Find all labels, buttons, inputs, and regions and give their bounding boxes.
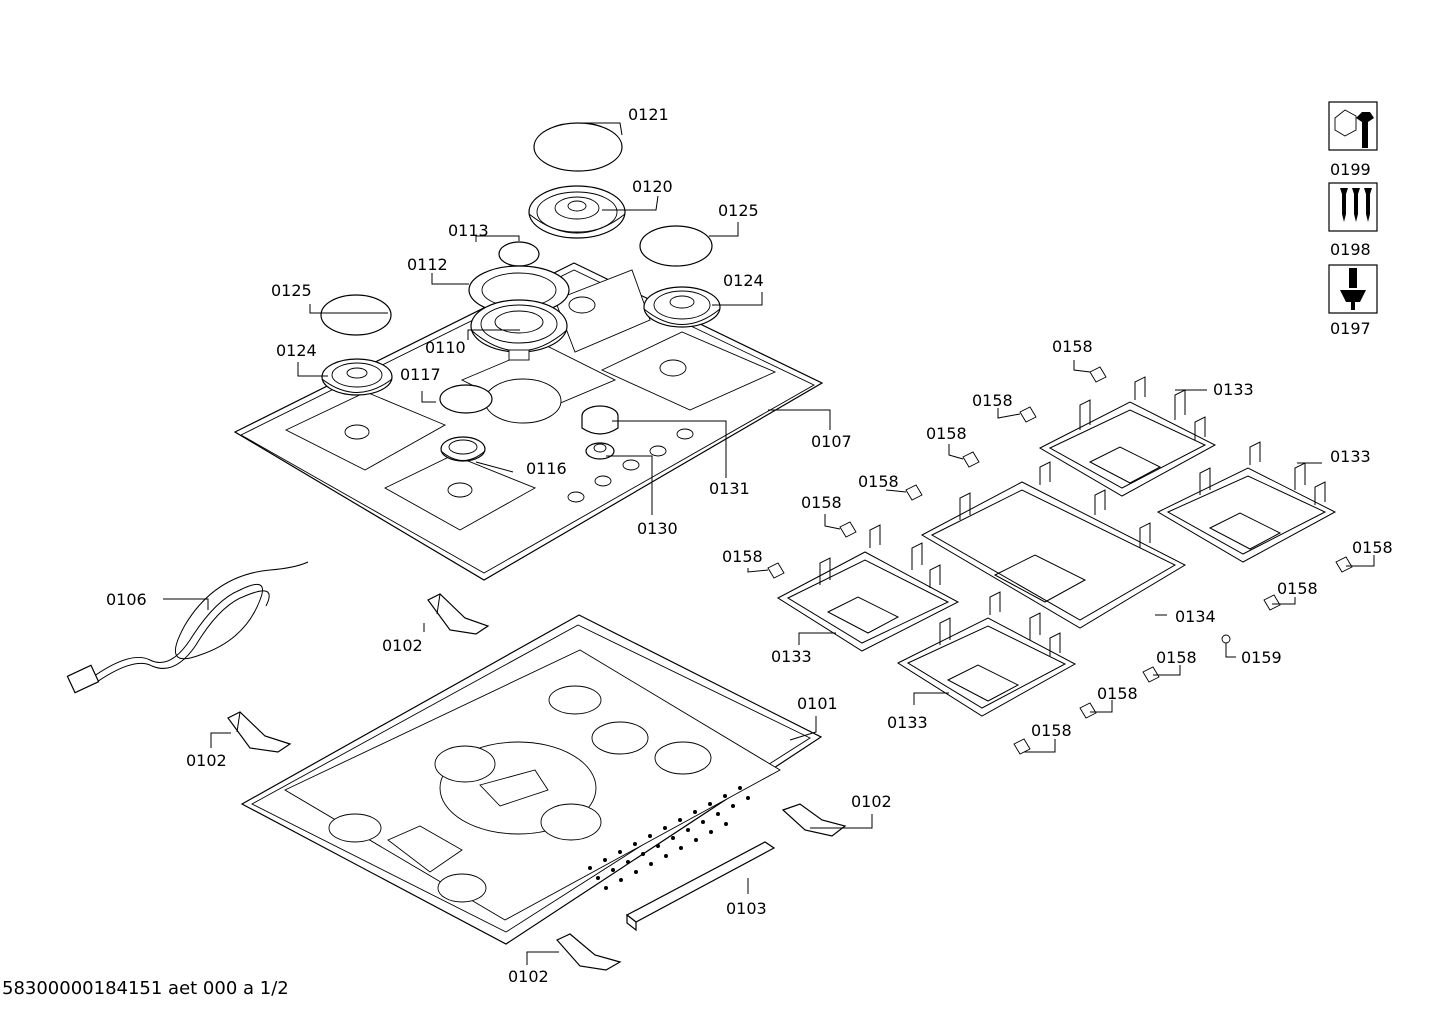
callout-0124-right[interactable]: 0124 bbox=[723, 271, 764, 290]
callout-0133-a[interactable]: 0133 bbox=[1213, 380, 1254, 399]
grate-left[interactable] bbox=[777, 524, 960, 652]
callout-0130[interactable]: 0130 bbox=[637, 519, 678, 538]
document-code: 58300000184151 aet 000 a 1/2 bbox=[2, 978, 289, 999]
burner-right[interactable] bbox=[643, 286, 721, 328]
power-cable[interactable] bbox=[66, 561, 309, 694]
grate-center[interactable] bbox=[920, 461, 1187, 629]
seal-strip[interactable] bbox=[625, 841, 776, 932]
callout-0125-left[interactable]: 0125 bbox=[271, 281, 312, 300]
burner-cap-right[interactable] bbox=[639, 225, 713, 267]
callout-0134[interactable]: 0134 bbox=[1175, 607, 1216, 626]
callout-0158-3[interactable]: 0158 bbox=[926, 424, 967, 443]
callout-0124-left[interactable]: 0124 bbox=[276, 341, 317, 360]
burner-large[interactable] bbox=[528, 185, 626, 239]
hob-housing[interactable] bbox=[240, 614, 823, 945]
hob-top-plate[interactable] bbox=[233, 262, 824, 581]
callout-0158-6[interactable]: 0158 bbox=[722, 547, 763, 566]
wok-ring[interactable] bbox=[468, 265, 570, 315]
burner-left[interactable] bbox=[321, 358, 393, 396]
bracket-left[interactable] bbox=[227, 711, 292, 753]
screwdriver-icon bbox=[1328, 264, 1378, 314]
callout-0102-left[interactable]: 0102 bbox=[186, 751, 227, 770]
burner-cap-large[interactable] bbox=[533, 122, 623, 172]
bracket-right[interactable] bbox=[781, 803, 847, 837]
callout-0158-9[interactable]: 0158 bbox=[1156, 648, 1197, 667]
cap-center[interactable] bbox=[439, 384, 493, 414]
bracket-bottom[interactable] bbox=[556, 933, 622, 971]
callout-0158-8[interactable]: 0158 bbox=[1277, 579, 1318, 598]
vent-grid bbox=[588, 786, 750, 890]
icon-label-0199[interactable]: 0199 bbox=[1330, 160, 1371, 179]
icon-label-0198[interactable]: 0198 bbox=[1330, 240, 1371, 259]
grate-top-right-a[interactable] bbox=[1038, 376, 1217, 497]
callout-0113[interactable]: 0113 bbox=[448, 221, 489, 240]
callout-0133-d[interactable]: 0133 bbox=[887, 713, 928, 732]
callout-0112[interactable]: 0112 bbox=[407, 255, 448, 274]
callout-0110[interactable]: 0110 bbox=[425, 338, 466, 357]
callout-0159[interactable]: 0159 bbox=[1241, 648, 1282, 667]
callout-0102-top[interactable]: 0102 bbox=[382, 636, 423, 655]
callout-0158-5[interactable]: 0158 bbox=[801, 493, 842, 512]
grate-bottom[interactable] bbox=[896, 591, 1077, 717]
callout-0131[interactable]: 0131 bbox=[709, 479, 750, 498]
nut-and-wrench-icon bbox=[1328, 101, 1378, 151]
callout-0158-10[interactable]: 0158 bbox=[1097, 684, 1138, 703]
callout-0106[interactable]: 0106 bbox=[106, 590, 147, 609]
callout-0102-bottom[interactable]: 0102 bbox=[508, 967, 549, 986]
bracket-top[interactable] bbox=[427, 593, 490, 635]
callouts: 0121 0120 0125 0113 0112 0124 0125 0110 … bbox=[106, 105, 1393, 986]
cap-small-top[interactable] bbox=[498, 241, 540, 267]
callout-0107[interactable]: 0107 bbox=[811, 432, 852, 451]
callout-0116[interactable]: 0116 bbox=[526, 459, 567, 478]
rubber-feet bbox=[767, 366, 1353, 755]
grate-top-right-b[interactable] bbox=[1156, 441, 1337, 563]
callout-0158-2[interactable]: 0158 bbox=[972, 391, 1013, 410]
callout-0158-1[interactable]: 0158 bbox=[1052, 337, 1093, 356]
leader-lines bbox=[163, 122, 1375, 965]
callout-0103[interactable]: 0103 bbox=[726, 899, 767, 918]
callout-0117[interactable]: 0117 bbox=[400, 365, 441, 384]
callout-0102-right[interactable]: 0102 bbox=[851, 792, 892, 811]
icon-label-0197[interactable]: 0197 bbox=[1330, 319, 1371, 338]
control-knob[interactable] bbox=[581, 405, 619, 435]
burner-cap-left[interactable] bbox=[320, 294, 392, 336]
callout-0120[interactable]: 0120 bbox=[632, 177, 673, 196]
callout-0101[interactable]: 0101 bbox=[797, 694, 838, 713]
wok-burner[interactable] bbox=[470, 299, 568, 361]
callout-0158-11[interactable]: 0158 bbox=[1031, 721, 1072, 740]
screws-icon bbox=[1328, 182, 1378, 232]
callout-0121[interactable]: 0121 bbox=[628, 105, 669, 124]
callout-0125-right[interactable]: 0125 bbox=[718, 201, 759, 220]
callout-0133-c[interactable]: 0133 bbox=[771, 647, 812, 666]
callout-0158-7[interactable]: 0158 bbox=[1352, 538, 1393, 557]
burner-small[interactable] bbox=[440, 436, 486, 462]
knob-spindle[interactable] bbox=[585, 442, 615, 460]
callout-0158-4[interactable]: 0158 bbox=[858, 472, 899, 491]
callout-0133-b[interactable]: 0133 bbox=[1330, 447, 1371, 466]
